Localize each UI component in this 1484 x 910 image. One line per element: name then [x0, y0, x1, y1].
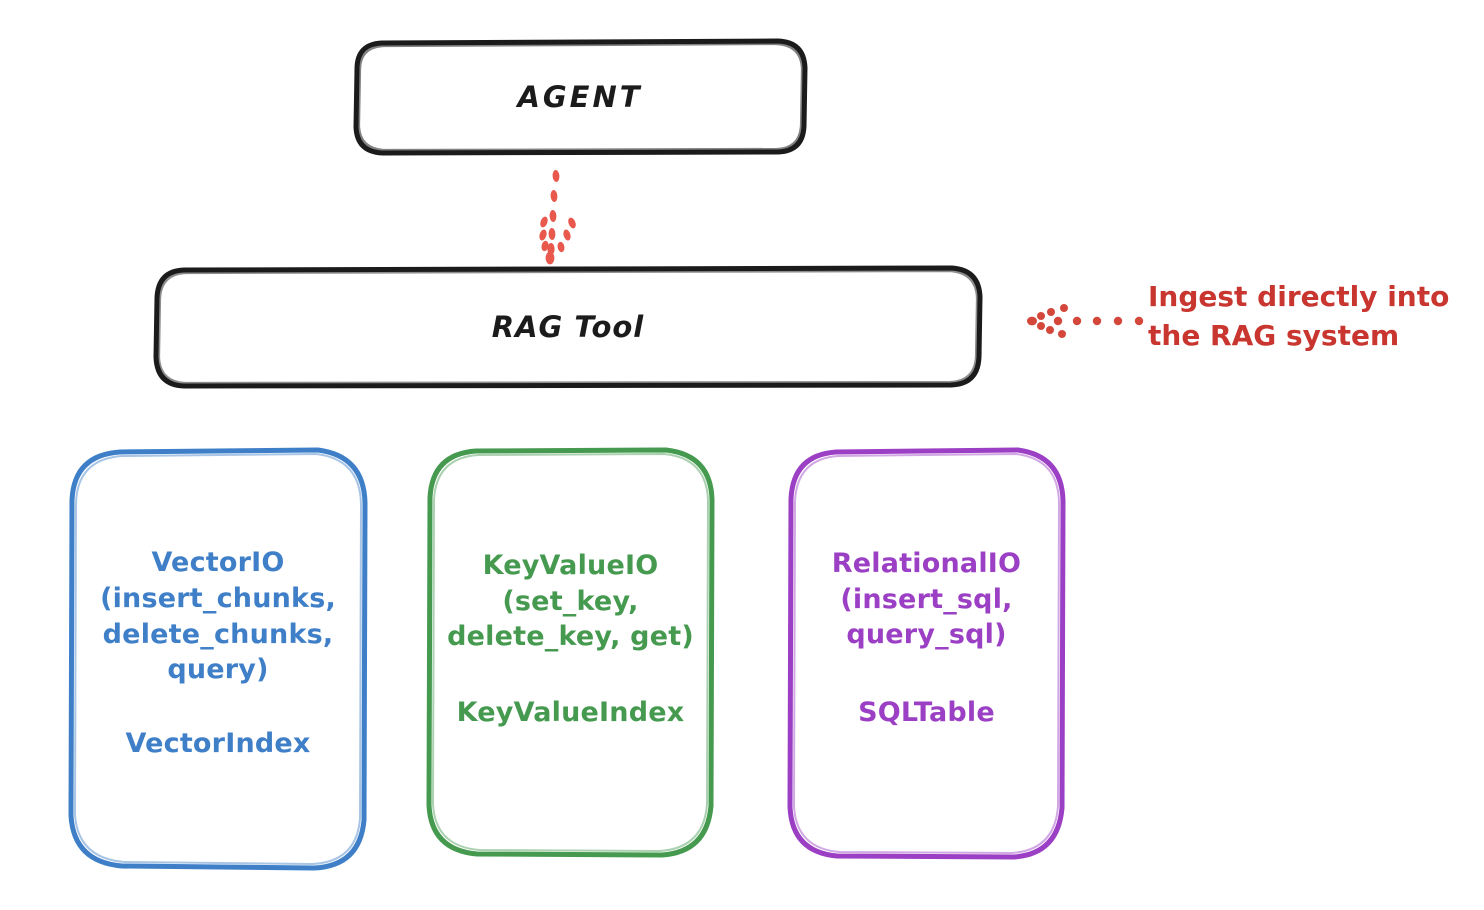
key-value-io-box-outline — [426, 447, 715, 858]
key-value-io-index-label: KeyValueIndex — [456, 697, 685, 729]
relational-io-api-label: RelationalIO (insert_sql, query_sql) — [831, 547, 1022, 651]
vector-io-index-label: VectorIndex — [125, 728, 311, 760]
vector-io-api-label: VectorIO (insert_chunks, delete_chunks, … — [100, 546, 336, 686]
relational-io-index-label: SQLTable — [858, 697, 995, 729]
node-agent[interactable]: AGENT — [355, 41, 805, 153]
ingest-annotation-label: Ingest directly into the RAG system — [1148, 280, 1450, 352]
connector-ingest-to-rag-tool — [1027, 304, 1144, 338]
agent-box-outline — [353, 38, 808, 156]
relational-io-box-outline — [787, 447, 1066, 860]
node-relational-io[interactable]: RelationalIO (insert_sql, query_sql) SQL… — [790, 450, 1063, 858]
node-vector-io[interactable]: VectorIO (insert_chunks, delete_chunks, … — [70, 450, 366, 868]
vector-io-box-outline — [68, 447, 368, 871]
rag-tool-label: RAG Tool — [491, 310, 645, 344]
node-key-value-io[interactable]: KeyValueIO (set_key, delete_key, get) Ke… — [428, 450, 713, 856]
node-rag-tool[interactable]: RAG Tool — [155, 268, 981, 386]
agent-label: AGENT — [517, 80, 643, 114]
connector-agent-to-rag-tool — [539, 170, 576, 265]
key-value-io-api-label: KeyValueIO (set_key, delete_key, get) — [447, 549, 694, 653]
rag-tool-box-outline — [153, 265, 983, 389]
